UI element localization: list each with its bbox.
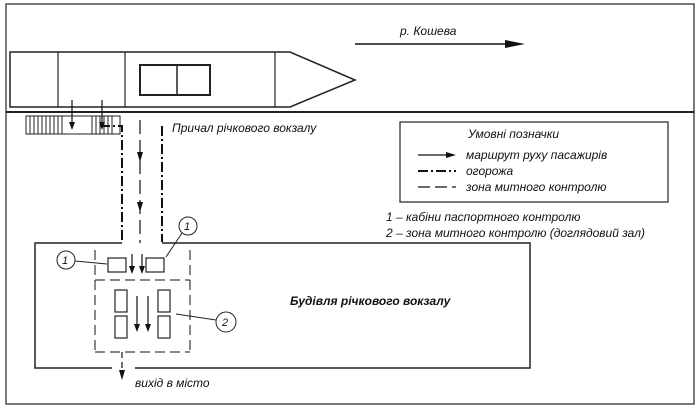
legend-item-route: маршрут руху пасажирів xyxy=(466,148,607,162)
callout-2: 2 xyxy=(175,311,237,333)
fence-corridor xyxy=(100,125,163,242)
river-label: р. Кошева xyxy=(399,24,457,38)
note-1: 1 – кабіни паспортного контролю xyxy=(386,210,580,224)
legend-item-fence: огорожа xyxy=(466,164,513,178)
note-2: 2 – зона митного контролю (доглядовий за… xyxy=(385,226,645,240)
diagram-frame xyxy=(5,3,695,405)
corridor-route xyxy=(137,120,143,243)
legend-item-zone: зона митного контролю xyxy=(465,180,606,194)
exit-label: вихід в місто xyxy=(135,376,210,390)
building-label: Будівля річкового вокзалу xyxy=(290,294,452,308)
customs-zone xyxy=(94,250,191,353)
callout-1b-number: 1 xyxy=(184,221,190,233)
callout-1a-number: 1 xyxy=(62,255,68,267)
legend-box xyxy=(399,121,669,203)
legend: Умовні позначки маршрут руху пасажирів о… xyxy=(399,121,669,203)
callout-1a: 1 xyxy=(56,250,108,270)
callout-2-number: 2 xyxy=(221,317,228,329)
inspection-tables xyxy=(114,289,171,339)
pier-label: Причал річкового вокзалу xyxy=(172,121,317,135)
internal-route-arrows xyxy=(129,254,151,332)
exit-route xyxy=(119,352,125,380)
station-building xyxy=(34,242,531,370)
vessel xyxy=(9,51,357,108)
passport-booths xyxy=(107,257,165,273)
legend-title: Умовні позначки xyxy=(467,127,559,141)
river-flow-arrowhead xyxy=(505,40,525,48)
callout-1b: 1 xyxy=(165,216,198,258)
